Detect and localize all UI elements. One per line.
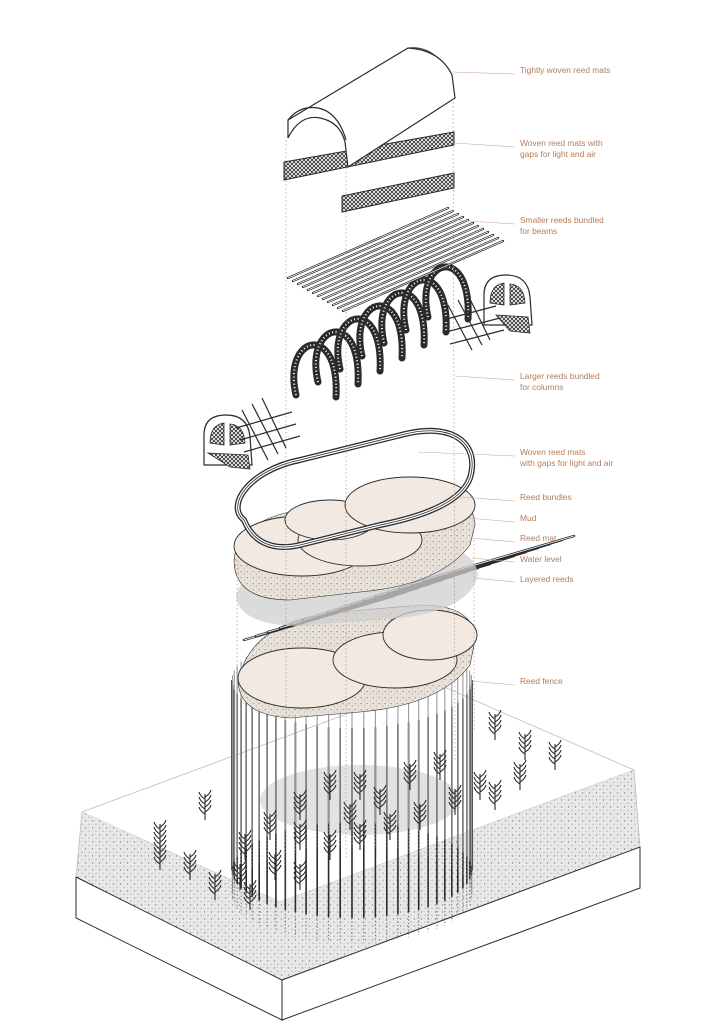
reed-plant-icon bbox=[383, 809, 397, 840]
reed-plant-icon bbox=[293, 859, 307, 890]
reed-column-arch bbox=[356, 302, 406, 362]
reed-plant-icon bbox=[513, 759, 527, 790]
reed-plant-icon bbox=[488, 709, 502, 740]
reed-plant-icon bbox=[183, 849, 197, 880]
label-reed-bundles: Reed bundles bbox=[520, 492, 572, 502]
reed-plant-icon bbox=[353, 769, 367, 800]
reed-plant-icon bbox=[433, 749, 447, 780]
reed-plant-icon bbox=[293, 789, 307, 820]
leader-line bbox=[467, 517, 516, 523]
reed-plant-icon bbox=[473, 769, 487, 800]
reed-plant-icon bbox=[488, 779, 502, 810]
reed-plants bbox=[153, 709, 562, 910]
reed-column-arch bbox=[334, 315, 384, 375]
reed-plant-icon bbox=[208, 869, 222, 900]
reed-column-arch bbox=[312, 328, 362, 388]
reed-plant-icon bbox=[323, 829, 337, 860]
label-reed-fence: Reed fence bbox=[520, 676, 563, 686]
end-frame-left bbox=[203, 397, 301, 470]
arch-frame-icon bbox=[203, 414, 253, 470]
cross-lattice-icon bbox=[442, 294, 505, 351]
reed-plant-icon bbox=[243, 879, 257, 910]
leader-line bbox=[469, 680, 516, 686]
label-water-level: Water level bbox=[520, 554, 562, 564]
roof-vault bbox=[287, 47, 456, 169]
cross-lattice-icon bbox=[235, 397, 301, 461]
label-tightly-woven-reed-mats: Tightly woven reed mats bbox=[520, 65, 611, 75]
reed-plant-icon bbox=[323, 769, 337, 800]
label-smaller-reeds-beams: Smaller reeds bundled for beams bbox=[520, 215, 604, 236]
label-woven-reed-mats-light-air: Woven reed mats with gaps for light and … bbox=[520, 447, 614, 468]
leader-line bbox=[471, 557, 516, 563]
reed-column-arch bbox=[378, 289, 428, 349]
label-larger-reeds-columns: Larger reeds bundled for columns bbox=[520, 371, 600, 392]
reed-plant-icon bbox=[238, 829, 252, 860]
reed-plant-icon bbox=[403, 759, 417, 790]
reed-column-arch bbox=[290, 341, 340, 401]
leader-lines bbox=[417, 71, 516, 686]
upper-platform bbox=[233, 476, 476, 601]
reed-plant-icon bbox=[153, 839, 167, 870]
reed-plant-icon bbox=[373, 784, 387, 815]
arch-frame-icon bbox=[483, 274, 533, 334]
reed-plant-icon bbox=[233, 859, 247, 890]
reed-plant-icon bbox=[353, 819, 367, 850]
reed-plant-icon bbox=[548, 739, 562, 770]
ground-base bbox=[75, 681, 641, 1021]
beam-reeds bbox=[286, 206, 505, 313]
reed-fence bbox=[231, 632, 473, 943]
reed-bundle-ring bbox=[234, 427, 476, 550]
leader-line bbox=[473, 577, 516, 583]
label-reed-mat: Reed mat bbox=[520, 533, 557, 543]
label-woven-reed-mats-gaps: Woven reed mats with gaps for light and … bbox=[520, 138, 603, 159]
reed-plant-icon bbox=[518, 729, 532, 760]
reed-plant-icon bbox=[268, 849, 282, 880]
reed-column-arch bbox=[400, 276, 450, 336]
reed-plant-icon bbox=[343, 799, 357, 830]
leader-line bbox=[453, 142, 516, 148]
label-mud: Mud bbox=[520, 513, 537, 523]
roof-mats bbox=[283, 131, 455, 213]
reed-plant-icon bbox=[293, 819, 307, 850]
end-frame-right bbox=[442, 274, 533, 351]
leader-line bbox=[459, 496, 516, 502]
reed-plant-icon bbox=[448, 784, 462, 815]
leader-line bbox=[451, 219, 516, 225]
reed-plant-icon bbox=[263, 809, 277, 840]
reed-plant-icon bbox=[413, 799, 427, 830]
reed-column-arches bbox=[290, 263, 472, 401]
leader-line bbox=[417, 451, 516, 457]
projection-guides bbox=[236, 97, 475, 900]
label-layered-reeds: Layered reeds bbox=[520, 574, 574, 584]
reed-plant-icon bbox=[198, 789, 212, 820]
leader-line bbox=[454, 375, 516, 381]
leader-line bbox=[469, 537, 516, 543]
lower-platform bbox=[237, 604, 478, 719]
leader-line bbox=[451, 71, 516, 75]
